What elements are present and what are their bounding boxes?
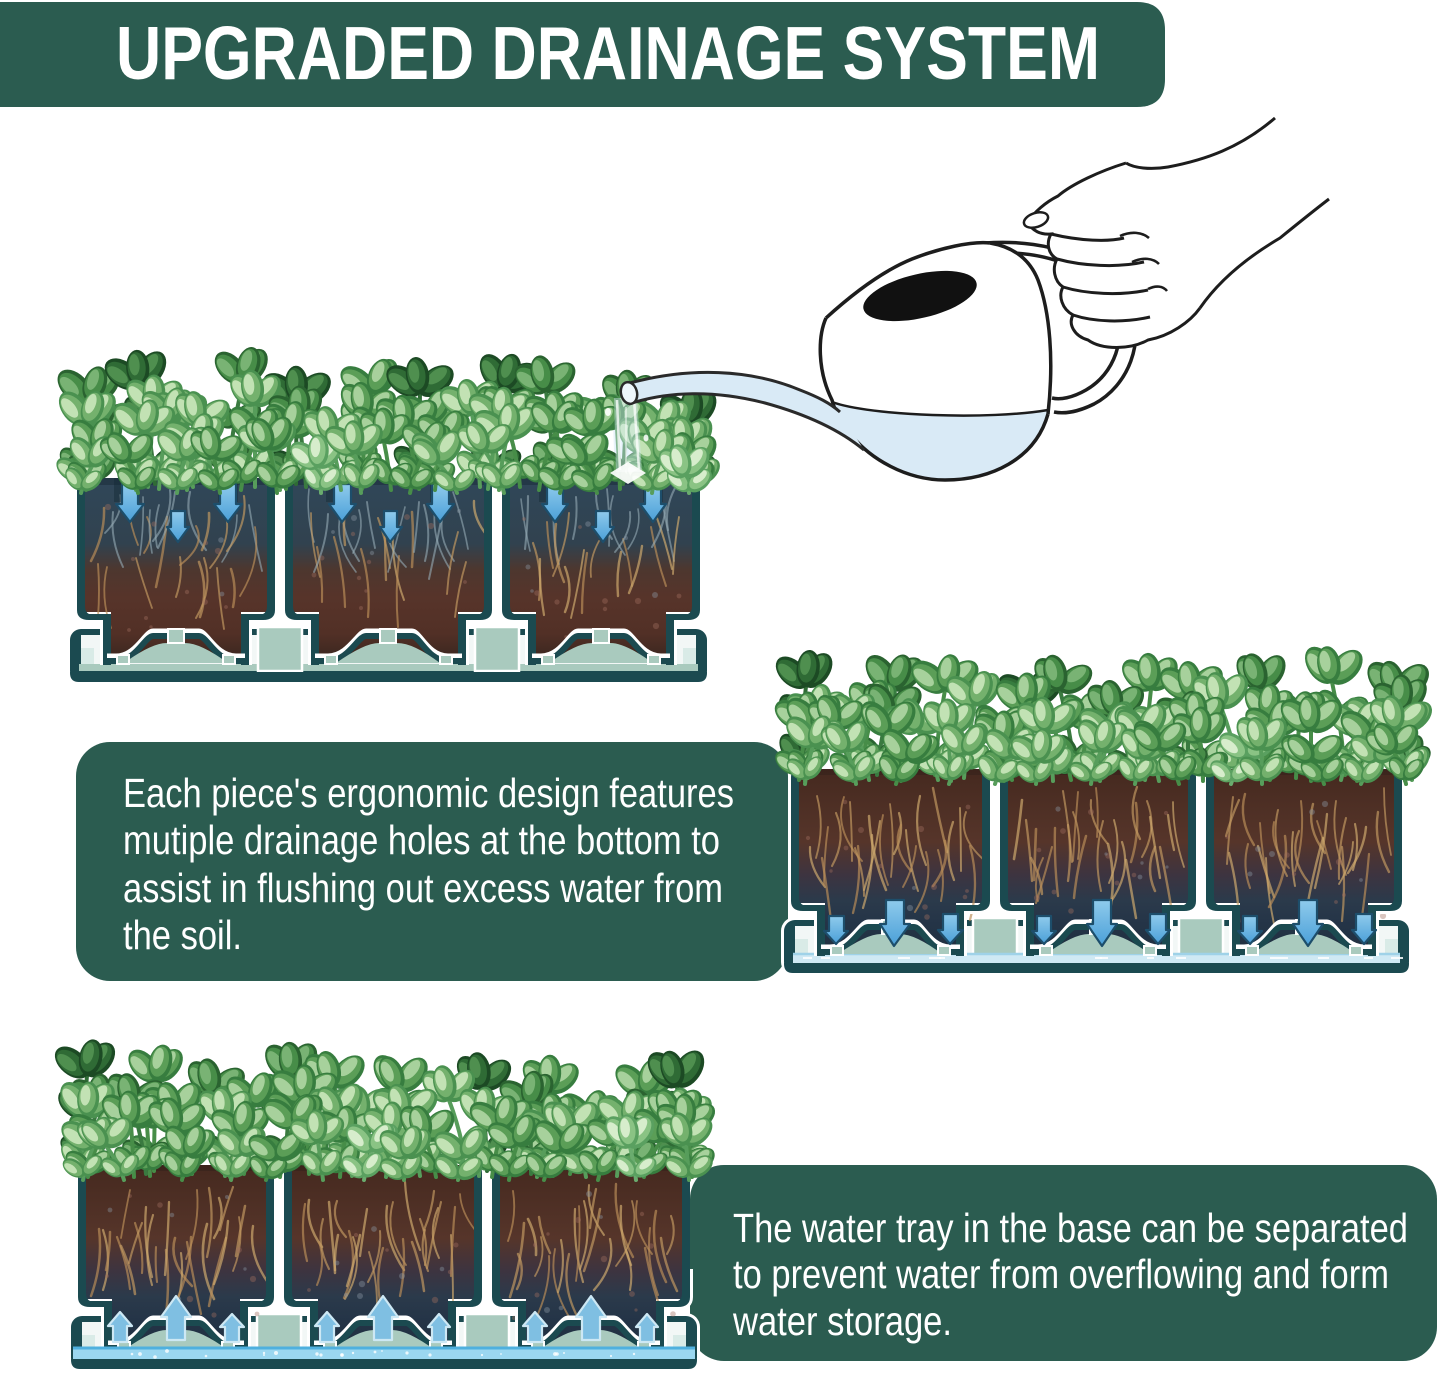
- svg-text:The water tray in the base can: The water tray in the base can be separa…: [733, 1205, 1408, 1251]
- svg-text:water storage.: water storage.: [732, 1298, 952, 1344]
- svg-text:Each piece's ergonomic design: Each piece's ergonomic design features: [123, 770, 734, 816]
- svg-text:assist in flushing out excess: assist in flushing out excess water from: [123, 865, 723, 911]
- svg-text:to prevent water from overflow: to prevent water from overflowing and fo…: [733, 1251, 1389, 1297]
- svg-text:the soil.: the soil.: [123, 912, 242, 958]
- svg-text:mutiple drainage holes at the: mutiple drainage holes at the bottom to: [123, 817, 720, 863]
- svg-text:UPGRADED DRAINAGE SYSTEM: UPGRADED DRAINAGE SYSTEM: [116, 11, 1100, 95]
